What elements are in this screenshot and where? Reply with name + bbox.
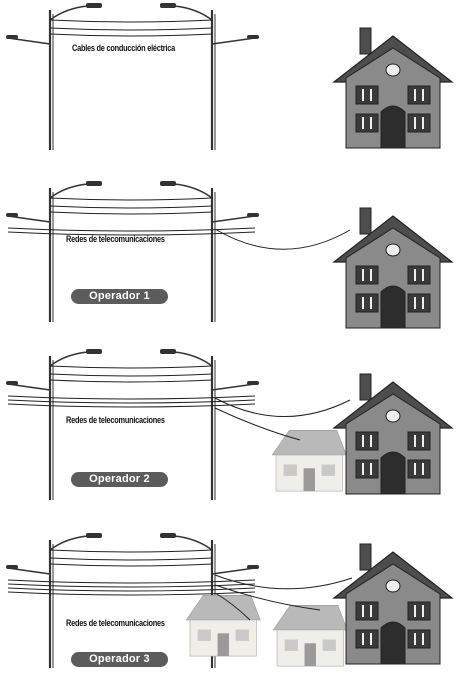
panel-2-operator-badge: Operador 1 <box>71 289 168 304</box>
panel-3-power-cable <box>50 374 212 376</box>
panel-4-telecom-cable <box>8 580 255 583</box>
panel-3-power-cable <box>50 366 212 368</box>
panel-1-right-pole-lamp-arm <box>174 6 212 20</box>
panel-2-label: Redes de telecomunicaciones <box>66 234 165 244</box>
panel-2-right-pole-lamp-arm <box>174 184 212 198</box>
panel-3-house-window-4 <box>408 460 430 478</box>
panel-1-power-cable <box>50 34 212 36</box>
panel-4-house-window-3 <box>356 630 378 648</box>
panel-4-neighbor-house-1-window <box>236 630 249 641</box>
panel-3-telecom-cable <box>8 400 255 403</box>
panel-2-house-chimney <box>360 208 371 234</box>
panel-2-left-lamp <box>6 213 18 217</box>
panel-3-house-window-3 <box>356 460 378 478</box>
panel-3-operator-badge: Operador 2 <box>71 472 168 487</box>
panel-3-telecom-cable <box>8 404 255 407</box>
panel-4-house-chimney <box>360 544 371 570</box>
panel-3-label: Redes de telecomunicaciones <box>66 415 165 425</box>
panel-1-house-window-3 <box>356 114 378 132</box>
panel-4-right-lamp <box>247 565 259 569</box>
panel-4-power-cable <box>50 558 212 560</box>
panel-3-neighbor-house-1-roof <box>272 430 346 455</box>
panel-2-power-cable <box>50 206 212 208</box>
panel-4-right-pole-lamp-head <box>160 533 176 538</box>
panel-1-right-pole-lamp-head <box>160 3 176 8</box>
panel-3-house-oval-window <box>386 410 400 422</box>
panel-2 <box>6 181 452 328</box>
panel-2-power-cable <box>50 198 212 200</box>
panel-3-telecom-cable <box>8 396 255 399</box>
panel-1-house-window-1 <box>356 86 378 104</box>
panel-3-left-pole-lamp-arm <box>50 352 88 366</box>
panel-1-house-oval-window <box>386 64 400 76</box>
panel-3-neighbor-house-1-window <box>322 465 335 476</box>
panel-1-house-window-2 <box>408 86 430 104</box>
panel-1-house-door <box>381 106 405 148</box>
panel-2-drop-wire <box>215 229 350 249</box>
panel-1 <box>6 3 452 150</box>
panel-2-power-cable <box>50 212 212 214</box>
panel-4-house-window-2 <box>408 602 430 620</box>
panel-1-house-window-4 <box>408 114 430 132</box>
panel-3-neighbor-house-1-window <box>284 465 297 476</box>
panel-4-power-cable <box>50 550 212 552</box>
panel-1-power-cable <box>50 28 212 30</box>
panel-4-neighbor-house-2-door <box>305 643 316 666</box>
panel-3-house-door <box>381 452 405 494</box>
panel-4-neighbor-house-2-window <box>323 640 336 651</box>
panel-3-house-window-2 <box>408 432 430 450</box>
panel-3-right-pole-lamp-arm <box>174 352 212 366</box>
panel-2-right-lamp <box>247 213 259 217</box>
panel-4-drop-wire <box>215 575 352 589</box>
panel-3-house-chimney <box>360 374 371 400</box>
panel-3-house-window-1 <box>356 432 378 450</box>
panel-4-power-cable <box>50 564 212 566</box>
panel-2-house-door <box>381 286 405 328</box>
panel-4-house-door <box>381 622 405 664</box>
panel-4-operator-badge: Operador 3 <box>71 652 168 667</box>
panel-3-power-cable <box>50 380 212 382</box>
panel-3-left-lamp <box>6 381 18 385</box>
panel-4-house-window-1 <box>356 602 378 620</box>
panel-2-house-window-3 <box>356 294 378 312</box>
panel-1-right-lamp <box>247 35 259 39</box>
panel-4-neighbor-house-1-roof <box>186 595 260 620</box>
panel-2-house-window-1 <box>356 266 378 284</box>
panel-2-right-pole-lamp-head <box>160 181 176 186</box>
panel-4 <box>6 533 452 668</box>
panel-2-left-pole-lamp-head <box>86 181 102 186</box>
panel-2-house-window-4 <box>408 294 430 312</box>
panel-3-right-pole-lamp-head <box>160 349 176 354</box>
panel-4-house-window-4 <box>408 630 430 648</box>
panel-1-label: Cables de conducción eléctrica <box>72 43 175 53</box>
panel-4-neighbor-house-2-window <box>285 640 298 651</box>
panel-1-house-chimney <box>360 28 371 54</box>
panel-2-house-window-2 <box>408 266 430 284</box>
panel-3-right-lamp <box>247 381 259 385</box>
panel-4-left-lamp <box>6 565 18 569</box>
panel-4-right-pole-lamp-arm <box>174 536 212 550</box>
panel-2-left-pole-lamp-arm <box>50 184 88 198</box>
panel-2-house-oval-window <box>386 244 400 256</box>
panel-3-left-pole-lamp-head <box>86 349 102 354</box>
panel-4-house-oval-window <box>386 580 400 592</box>
panel-4-neighbor-house-1-window <box>198 630 211 641</box>
panel-3-neighbor-house-1-door <box>304 468 315 491</box>
panel-4-neighbor-house-1-door <box>218 633 229 656</box>
panel-1-left-lamp <box>6 35 18 39</box>
panel-1-left-pole-lamp-arm <box>50 6 88 20</box>
panel-4-left-pole-lamp-arm <box>50 536 88 550</box>
panel-1-power-cable <box>50 20 212 22</box>
panel-1-left-pole-lamp-head <box>86 3 102 8</box>
panel-4-label: Redes de telecomunicaciones <box>66 618 165 628</box>
panel-4-telecom-cable <box>8 588 255 591</box>
panel-4-left-pole-lamp-head <box>86 533 102 538</box>
